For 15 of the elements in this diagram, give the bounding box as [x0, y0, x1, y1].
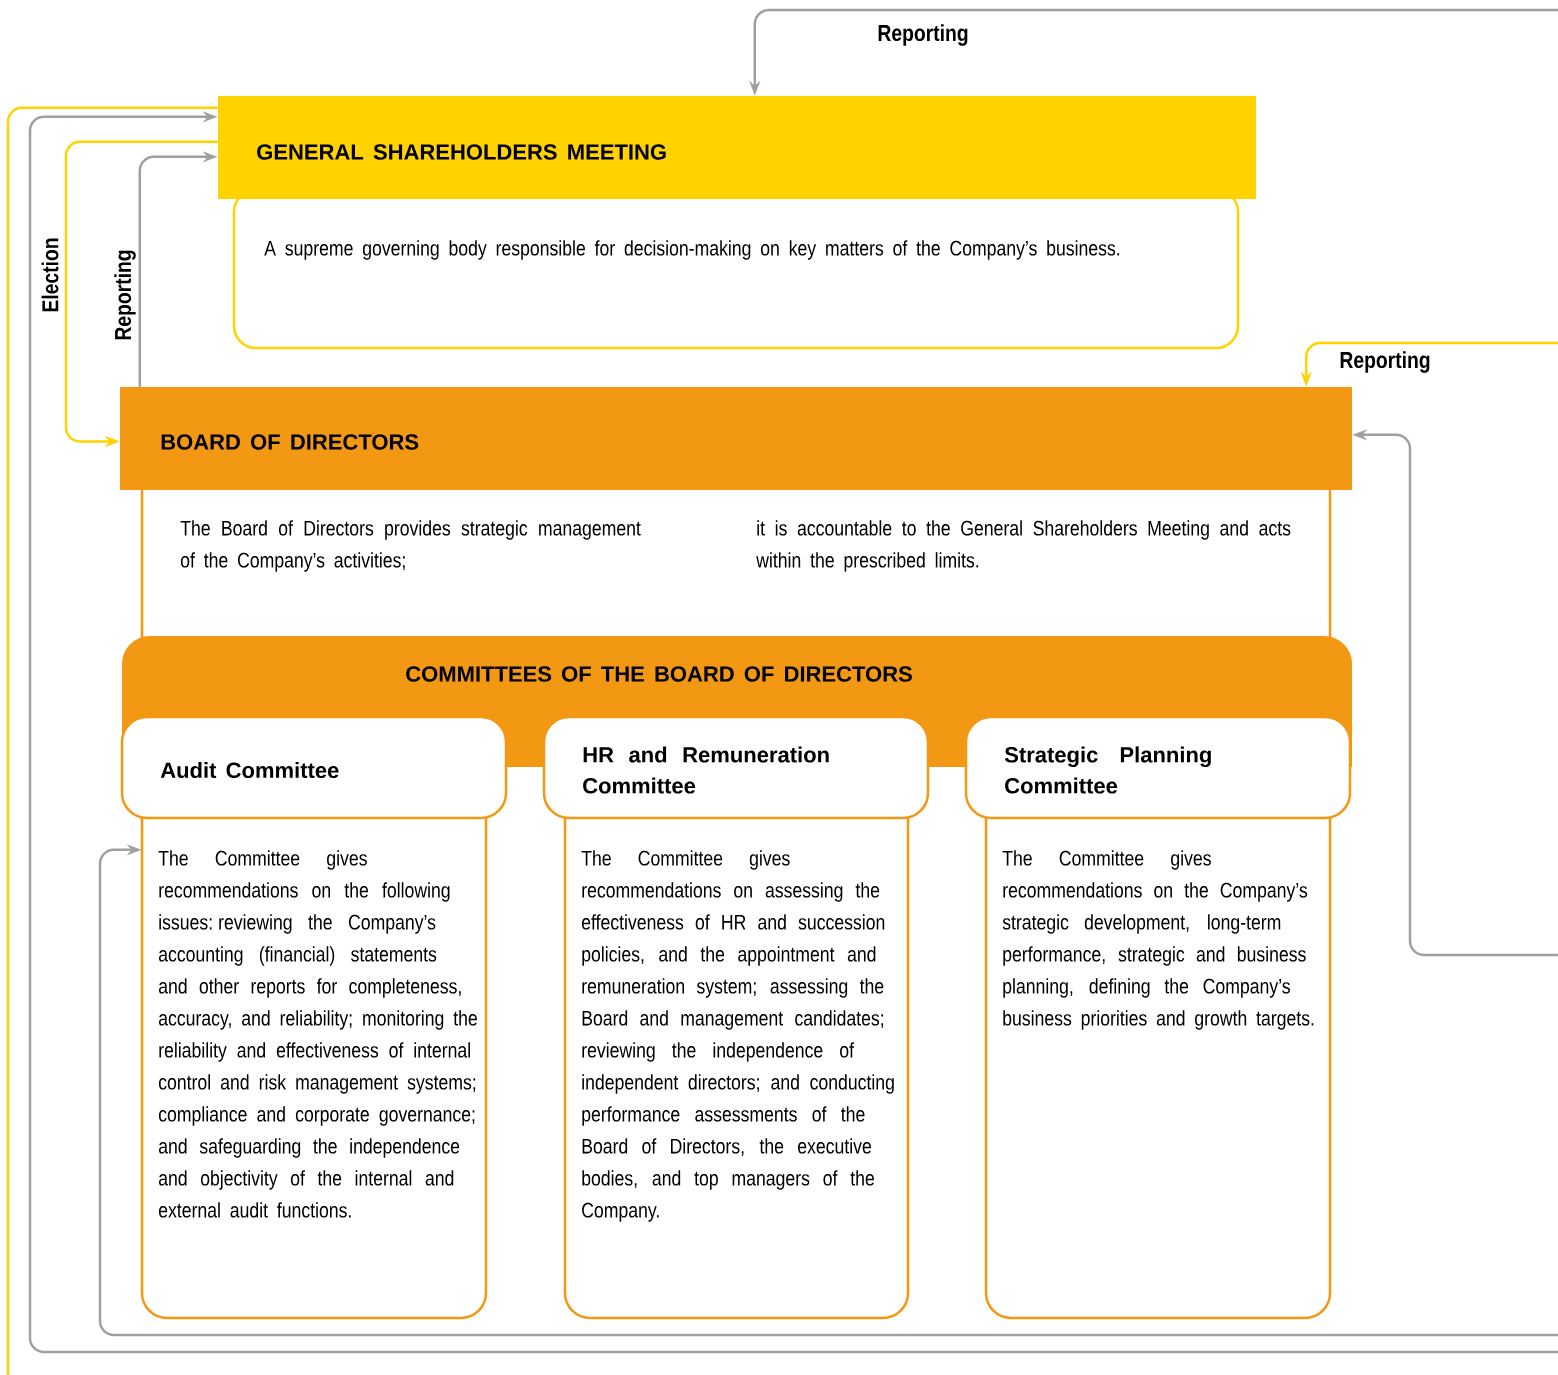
committee-header-box: Audit Committee	[120, 715, 508, 820]
header-band: GENERAL SHAREHOLDERS MEETING	[218, 96, 1256, 199]
edge-label: Election	[39, 235, 61, 315]
description-box: A supreme governing body responsible for decision-making on key matters of the Company’s business.	[232, 188, 1240, 350]
arrow	[98, 844, 1558, 1337]
committee-description-box: The Committee gives recommendations on assessing the effectiveness of HR and succession policies, and the appointment and remuneration system; assessing the Board and management candidates; reviewing the independence of independent directors; and conducting performance assessments of the Board of Directors, the executive bodies, and top managers of the Company.	[563, 803, 910, 1320]
committee-header-box: HR and Remuneration Committee	[542, 715, 930, 820]
committee-description-box: The Committee gives recommendations on the following issues: reviewing the Company’s accounting (financial) statements and other reports for completeness, accuracy, and reliability; monitoring the reliability and effectiveness of internal control and risk management systems; compliance and corporate governance; and safeguarding the independence and objectivity of the internal and external audit functions.	[140, 803, 488, 1320]
edge-label: Reporting	[875, 22, 971, 48]
edge-label: Reporting	[1337, 349, 1433, 375]
header-band: BOARD OF DIRECTORS	[120, 387, 1352, 490]
arrow	[28, 111, 1558, 1354]
edge-label: Reporting	[112, 247, 138, 343]
committee-header-box: Strategic Planning Committee	[964, 715, 1352, 820]
committee-description-box: The Committee gives recommendations on the Company’s strategic development, long-term performance, strategic and business planning, defining the Company’s business priorities and growth targets.	[984, 803, 1332, 1320]
